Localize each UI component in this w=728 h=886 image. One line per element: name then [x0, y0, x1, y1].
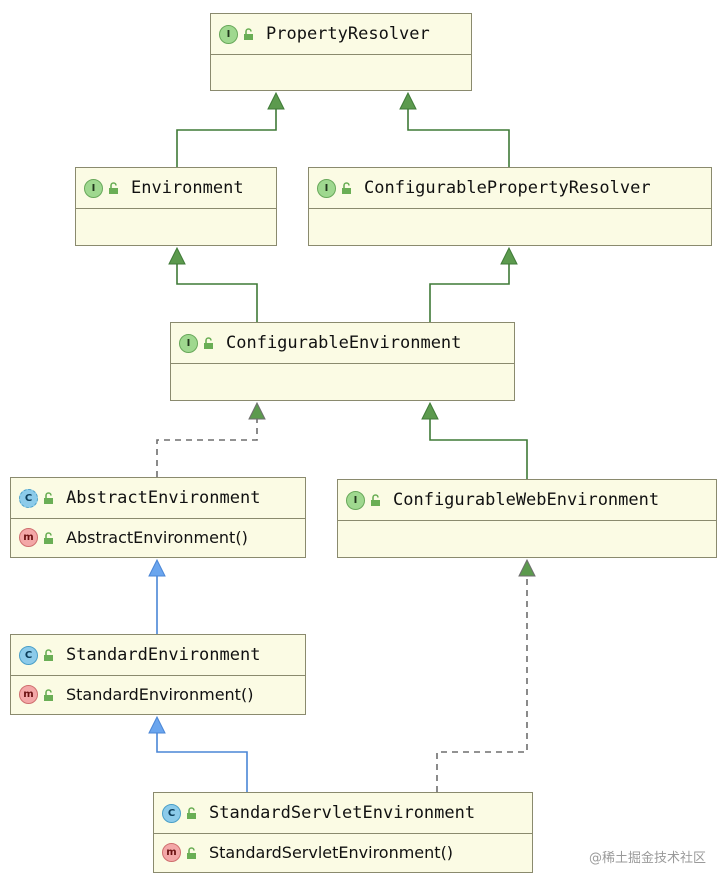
method-row: m StandardEnvironment()	[11, 676, 305, 713]
arrowhead-ConfigurableEnvironment	[248, 401, 266, 420]
method-name: StandardEnvironment()	[66, 685, 254, 704]
node-header: I Environment	[76, 168, 276, 209]
edge-AbstractEnvironment-to-ConfigurableEnvironment	[156, 418, 258, 477]
node-name: ConfigurableEnvironment	[226, 333, 462, 353]
public-lock-icon	[187, 807, 196, 819]
node-environment[interactable]: I Environment	[75, 167, 277, 246]
node-header: C StandardServletEnvironment	[154, 793, 532, 834]
arrowhead-StandardEnvironment	[148, 715, 166, 734]
public-lock-icon	[109, 182, 118, 194]
public-lock-icon	[44, 688, 53, 701]
node-property-resolver[interactable]: I PropertyResolver	[210, 13, 472, 91]
node-header: I ConfigurablePropertyResolver	[309, 168, 711, 209]
arrowhead-Environment	[168, 246, 186, 265]
node-configurable-web-environment[interactable]: I ConfigurableWebEnvironment	[337, 479, 717, 558]
method-icon: m	[19, 528, 38, 547]
method-name: StandardServletEnvironment()	[209, 843, 454, 862]
interface-icon: I	[179, 333, 198, 353]
public-lock-icon	[187, 846, 196, 859]
arrowhead-ConfigurablePropertyResolver	[500, 246, 518, 265]
class-icon: C	[19, 645, 38, 665]
public-lock-icon	[44, 531, 53, 544]
node-name: AbstractEnvironment	[66, 488, 261, 508]
edge-Environment-to-PropertyResolver	[176, 108, 277, 167]
edge-StandardServletEnvironment-to-ConfigurableWebEnvironment	[436, 575, 528, 792]
node-header: I ConfigurableEnvironment	[171, 323, 514, 364]
watermark: @稀土掘金技术社区	[588, 851, 706, 866]
node-abstract-environment[interactable]: C AbstractEnvironment m AbstractEnvironm…	[10, 477, 306, 558]
edge-StandardServletEnvironment-to-StandardEnvironment	[156, 732, 248, 792]
node-header: C StandardEnvironment	[11, 635, 305, 676]
arrowhead-PropertyResolver	[267, 91, 285, 110]
arrowhead-PropertyResolver	[399, 91, 417, 110]
node-header: I PropertyResolver	[211, 14, 471, 55]
node-configurable-property-resolver[interactable]: I ConfigurablePropertyResolver	[308, 167, 712, 246]
edge-ConfigurablePropertyResolver-to-PropertyResolver	[407, 108, 510, 167]
node-configurable-environment[interactable]: I ConfigurableEnvironment	[170, 322, 515, 401]
node-header: C AbstractEnvironment	[11, 478, 305, 519]
node-name: StandardServletEnvironment	[209, 803, 476, 823]
method-row: m AbstractEnvironment()	[11, 519, 305, 556]
public-lock-icon	[204, 337, 213, 349]
arrowhead-ConfigurableEnvironment	[421, 401, 439, 420]
public-lock-icon	[44, 649, 53, 661]
interface-icon: I	[346, 490, 365, 510]
method-name: AbstractEnvironment()	[66, 528, 248, 547]
arrowhead-ConfigurableWebEnvironment	[518, 558, 536, 577]
method-icon: m	[162, 843, 181, 862]
public-lock-icon	[371, 494, 380, 506]
node-name: Environment	[131, 178, 244, 198]
node-name: ConfigurablePropertyResolver	[364, 178, 651, 198]
public-lock-icon	[244, 28, 253, 40]
edge-ConfigurableWebEnvironment-to-ConfigurableEnvironment	[429, 418, 528, 479]
node-name: PropertyResolver	[266, 24, 430, 44]
node-standard-servlet-environment[interactable]: C StandardServletEnvironment m StandardS…	[153, 792, 533, 873]
node-name: StandardEnvironment	[66, 645, 261, 665]
node-name: ConfigurableWebEnvironment	[393, 490, 660, 510]
class-icon: C	[162, 803, 181, 823]
method-row: m StandardServletEnvironment()	[154, 834, 532, 871]
public-lock-icon	[342, 182, 351, 194]
interface-icon: I	[84, 178, 103, 198]
interface-icon: I	[317, 178, 336, 198]
method-icon: m	[19, 685, 38, 704]
arrowhead-AbstractEnvironment	[148, 558, 166, 577]
edge-ConfigurableEnvironment-to-ConfigurablePropertyResolver	[429, 263, 510, 322]
edge-ConfigurableEnvironment-to-Environment	[176, 263, 258, 322]
node-header: I ConfigurableWebEnvironment	[338, 480, 716, 521]
node-standard-environment[interactable]: C StandardEnvironment m StandardEnvironm…	[10, 634, 306, 715]
public-lock-icon	[44, 492, 53, 504]
abstract-class-icon: C	[19, 488, 38, 508]
interface-icon: I	[219, 24, 238, 44]
